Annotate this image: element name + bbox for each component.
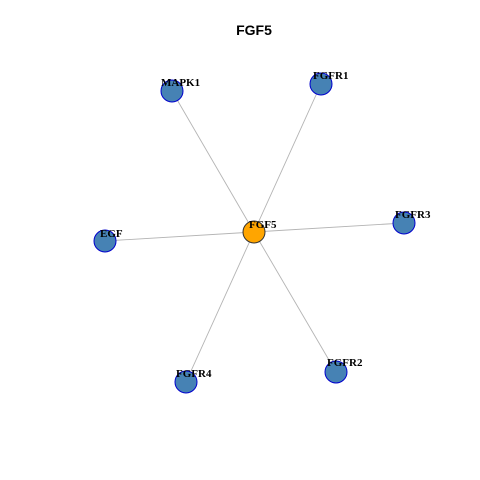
node-fgfr4 [174,370,198,394]
edge-fgf5-fgfr2 [253,231,337,373]
nodes-layer [93,72,416,394]
edge-fgf5-egf [104,231,255,242]
node-fgf5 [242,220,266,244]
node-label-fgfr3: FGFR3 [395,209,431,221]
edge-fgf5-fgfr4 [185,231,255,383]
node-label-fgf5: FGF5 [249,219,277,231]
node-label-mapk1: MAPK1 [161,77,200,89]
edges-layer [104,83,405,383]
node-fgfr3 [392,211,416,235]
node-fgfr2 [324,360,348,384]
edge-fgf5-mapk1 [171,90,255,233]
node-label-egf: EGF [100,228,123,240]
node-label-fgfr4: FGFR4 [176,368,212,380]
node-fgfr1 [309,72,333,96]
node-egf [93,229,117,253]
graph-title: FGF5 [236,22,272,38]
edge-fgf5-fgfr3 [253,222,405,233]
node-label-fgfr1: FGFR1 [313,70,348,82]
edge-fgf5-fgfr1 [253,83,322,233]
node-mapk1 [160,79,184,103]
node-label-fgfr2: FGFR2 [327,357,363,369]
